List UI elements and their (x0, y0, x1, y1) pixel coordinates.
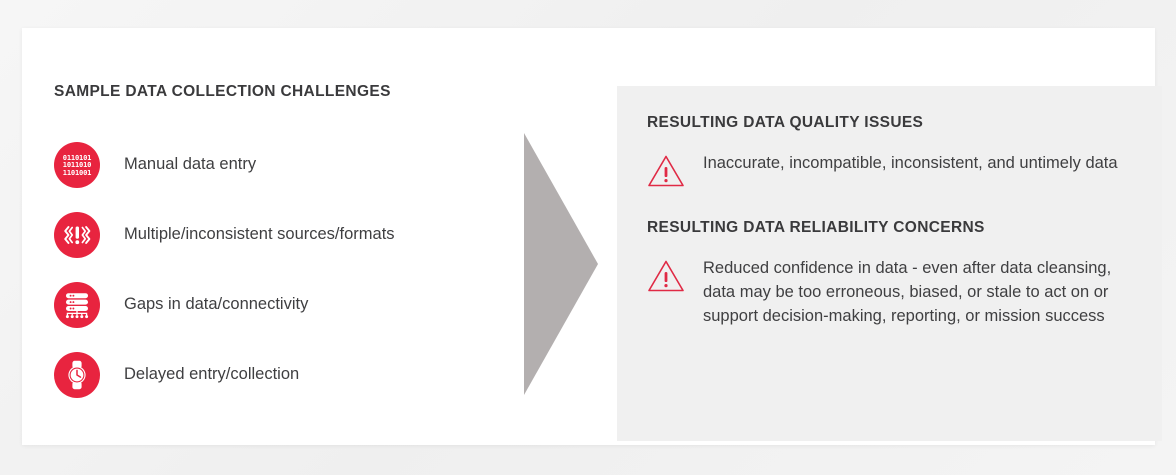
challenge-label: Gaps in data/connectivity (124, 295, 309, 314)
alert-vibration-icon (54, 212, 100, 258)
challenge-item-delayed-entry: Delayed entry/collection (54, 347, 494, 403)
reliability-concern-text: Reduced confidence in data - even after … (703, 259, 1112, 325)
challenge-item-gaps-in-data: Gaps in data/connectivity (54, 277, 494, 333)
reliability-concern-row: Reduced confidence in data - even after … (647, 257, 1136, 329)
challenges-heading: SAMPLE DATA COLLECTION CHALLENGES (54, 83, 391, 100)
challenge-item-inconsistent-sources: Multiple/inconsistent sources/formats (54, 207, 494, 263)
challenge-label: Multiple/inconsistent sources/formats (124, 225, 395, 244)
challenge-label: Manual data entry (124, 155, 257, 174)
quality-issues-heading: RESULTING DATA QUALITY ISSUES (647, 114, 924, 131)
right-arrow-chevron (524, 133, 598, 395)
binary-line-1: 0110101 (62, 153, 92, 163)
challenges-column: SAMPLE DATA COLLECTION CHALLENGES 011010… (54, 83, 494, 417)
binary-digits-icon: 0110101 1011010 1101001 (54, 142, 100, 188)
wristwatch-clock-icon (54, 352, 100, 398)
warning-triangle-icon (647, 259, 689, 298)
binary-line-3: 1101001 (62, 167, 92, 177)
content-card: SAMPLE DATA COLLECTION CHALLENGES 011010… (22, 28, 1162, 445)
reliability-concerns-heading: RESULTING DATA RELIABILITY CONCERNS (647, 219, 985, 236)
binary-line-2: 1011010 (62, 160, 92, 170)
server-network-icon (54, 282, 100, 328)
challenge-item-manual-data-entry: 0110101 1011010 1101001 Manual data entr… (54, 137, 494, 193)
warning-triangle-icon (647, 154, 689, 193)
quality-issue-row: Inaccurate, incompatible, inconsistent, … (647, 152, 1136, 193)
quality-issue-text: Inaccurate, incompatible, inconsistent, … (703, 154, 1118, 172)
results-panel: RESULTING DATA QUALITY ISSUES Inaccurate… (617, 86, 1162, 441)
challenge-label: Delayed entry/collection (124, 365, 300, 384)
